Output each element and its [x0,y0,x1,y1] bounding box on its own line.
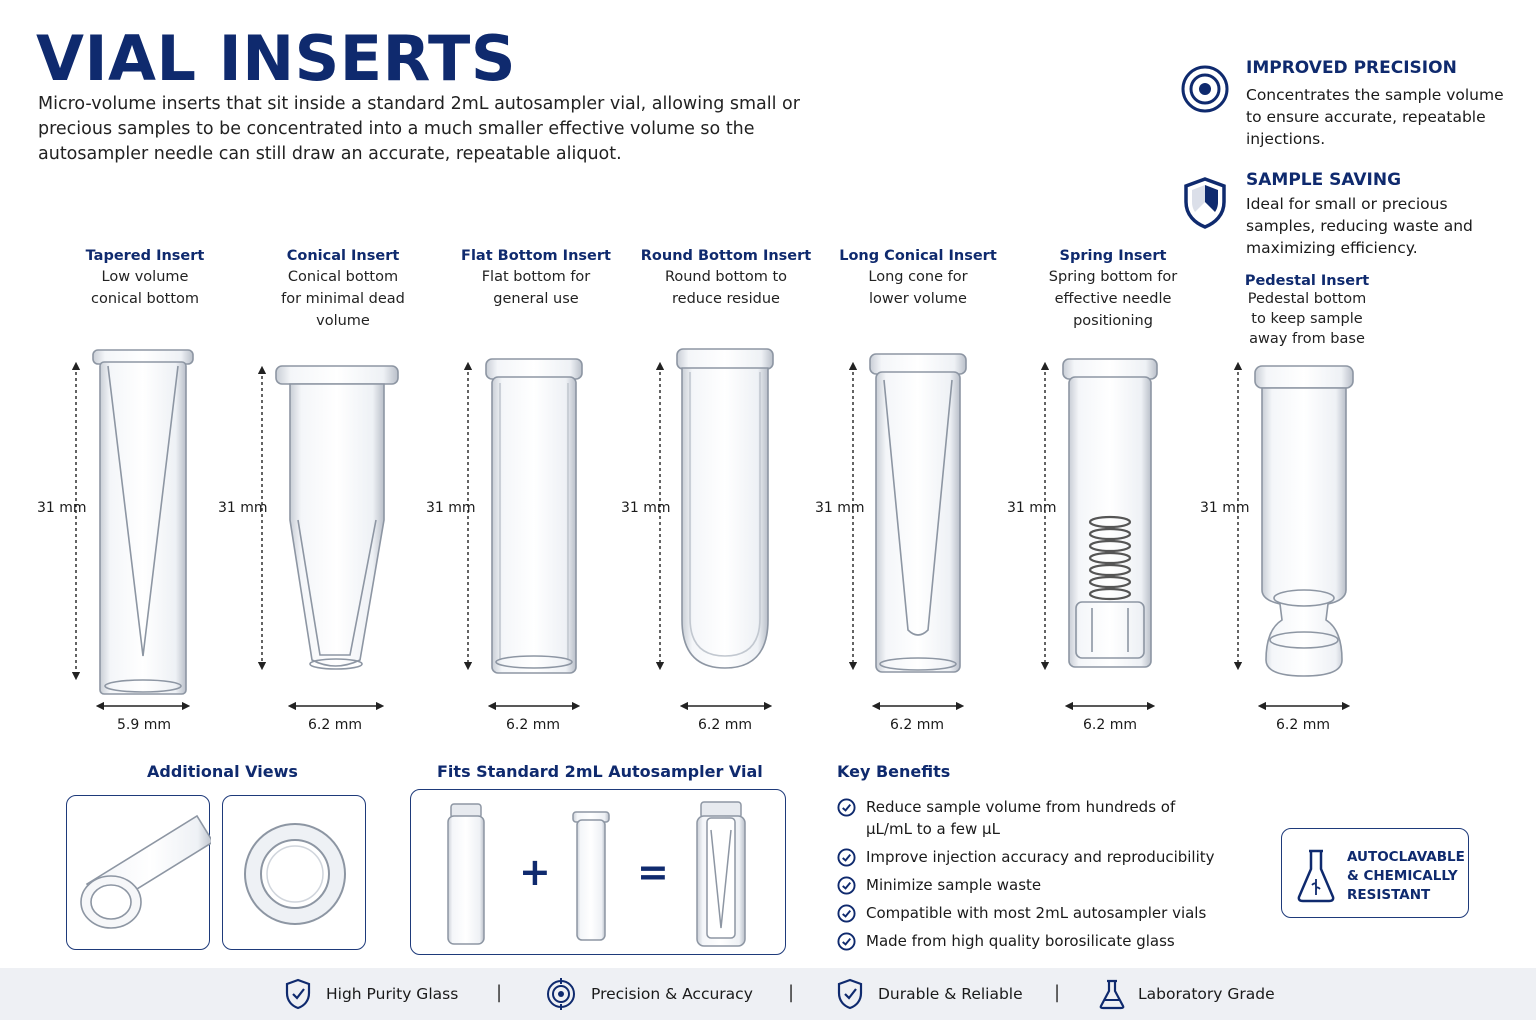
footer-label: Durable & Reliable [878,985,1023,1003]
benefit-text: Improve injection accuracy and reproduci… [866,848,1215,866]
top-view-image [222,795,366,950]
benefit-text: Reduce sample volume from hundreds of µL… [866,798,1176,838]
insert-desc: Round bottom to reduce residue [664,269,788,307]
insert-label-tapered: Tapered Insert Low volume conical bottom [60,248,230,310]
pedestal-insert-drawing [1254,365,1354,677]
flask-icon [1297,849,1335,903]
benefit-saving-text: Ideal for small or precious samples, red… [1246,195,1473,257]
benefit-text: Compatible with most 2mL autosampler via… [866,904,1207,922]
inserts-illustration [71,348,1354,711]
footer-item-durable: Durable & Reliable [836,978,1023,1010]
fits-vial-panel: + = [410,789,786,955]
list-item: Improve injection accuracy and reproduci… [837,846,1217,874]
insert-name: Tapered Insert [85,248,205,264]
height-label: 31 mm [621,500,671,516]
insert-desc: Flat bottom for general use [481,269,591,307]
list-item: Compatible with most 2mL autosampler via… [837,902,1217,930]
page-subtitle: Micro-volume inserts that sit inside a s… [38,94,800,164]
width-label: 6.2 mm [890,717,944,733]
insert-name: Round Bottom Insert [640,248,812,264]
shield-check-icon [837,978,863,1010]
width-label: 6.2 mm [1083,717,1137,733]
width-label: 6.2 mm [308,717,362,733]
insert-name: Flat Bottom Insert [461,248,611,264]
footer-item-purity: High Purity Glass [284,978,458,1010]
insert-label-round: Round Bottom Insert Round bottom to redu… [631,248,821,310]
insert-label-flat: Flat Bottom Insert Flat bottom for gener… [446,248,626,310]
benefit-precision-title: IMPROVED PRECISION [1246,58,1457,78]
key-benefits-heading: Key Benefits [837,762,951,781]
page-title: VIAL INSERTS [36,22,516,95]
round-bottom-insert-drawing [676,348,774,669]
insert-desc: Low volume conical bottom [91,269,199,307]
benefit-saving-title: SAMPLE SAVING [1246,170,1402,190]
list-item: Made from high quality borosilicate glas… [837,930,1217,958]
flat-bottom-insert-drawing [485,358,583,674]
fits-vial-heading: Fits Standard 2mL Autosampler Vial [437,762,763,781]
height-label: 31 mm [1007,500,1057,516]
footer-label: Precision & Accuracy [591,985,753,1003]
key-benefits-list: Reduce sample volume from hundreds of µL… [837,796,1217,958]
target-icon [547,978,575,1010]
insert-label-pedestal: Pedestal Insert Pedestal bottom to keep … [1227,273,1387,349]
insert-desc: Conical bottom for minimal dead volume [281,269,405,329]
insert-label-spring: Spring Insert Spring bottom for effectiv… [1028,248,1198,332]
additional-views-heading: Additional Views [147,762,298,781]
insert-desc: Long cone for lower volume [868,269,968,307]
plus-sign: + [519,850,551,894]
long-conical-insert-drawing [869,353,967,673]
insert-desc: Pedestal bottom to keep sample away from… [1247,291,1367,347]
insert-label-conical: Conical Insert Conical bottom for minima… [258,248,428,332]
footer-item-lab-grade: Laboratory Grade [1098,978,1275,1010]
shield-icon [1184,177,1226,229]
benefit-text: Minimize sample waste [866,876,1042,894]
check-circle-icon [837,876,856,895]
width-label: 6.2 mm [1276,717,1330,733]
flask-icon [1099,979,1125,1010]
benefit-precision-text: Concentrates the sample volume to ensure… [1246,86,1504,148]
badge-line-3: RESISTANT [1347,887,1431,903]
footer-separator: | [496,982,503,1003]
insert-name: Long Conical Insert [839,248,997,264]
height-label: 31 mm [218,500,268,516]
footer-item-precision: Precision & Accuracy [545,978,753,1010]
footer-bar: High Purity Glass | Precision & Accuracy… [0,968,1536,1020]
insert-name: Conical Insert [286,248,400,264]
insert-label-long-conical: Long Conical Insert Long cone for lower … [828,248,1008,310]
check-circle-icon [837,798,856,817]
benefit-text: Made from high quality borosilicate glas… [866,932,1175,950]
width-label: 5.9 mm [117,717,171,733]
spring-insert-drawing [1062,358,1158,668]
insert-name: Spring Insert [1059,248,1167,264]
footer-label: Laboratory Grade [1138,985,1275,1003]
height-label: 31 mm [815,500,865,516]
height-label: 31 mm [1200,500,1250,516]
equals-sign: = [637,850,669,894]
insert-desc: Spring bottom for effective needle posit… [1048,269,1178,329]
list-item: Minimize sample waste [837,874,1217,902]
check-circle-icon [837,932,856,951]
list-item: Reduce sample volume from hundreds of µL… [837,796,1217,846]
height-label: 31 mm [37,500,87,516]
autoclavable-badge: AUTOCLAVABLE & CHEMICALLY RESISTANT [1281,828,1469,918]
check-circle-icon [837,904,856,923]
check-circle-icon [837,848,856,867]
footer-separator: | [788,982,795,1003]
width-label: 6.2 mm [506,717,560,733]
height-label: 31 mm [426,500,476,516]
footer-separator: | [1054,982,1061,1003]
shield-check-icon [285,978,311,1010]
width-label: 6.2 mm [698,717,752,733]
badge-line-2: & CHEMICALLY [1347,868,1458,884]
conical-insert-drawing [275,365,399,670]
tapered-insert-drawing [92,349,194,695]
insert-name: Pedestal Insert [1244,273,1370,289]
side-view-image [66,795,215,950]
footer-label: High Purity Glass [326,985,459,1003]
target-icon [1181,65,1229,113]
badge-line-1: AUTOCLAVABLE [1347,849,1465,865]
